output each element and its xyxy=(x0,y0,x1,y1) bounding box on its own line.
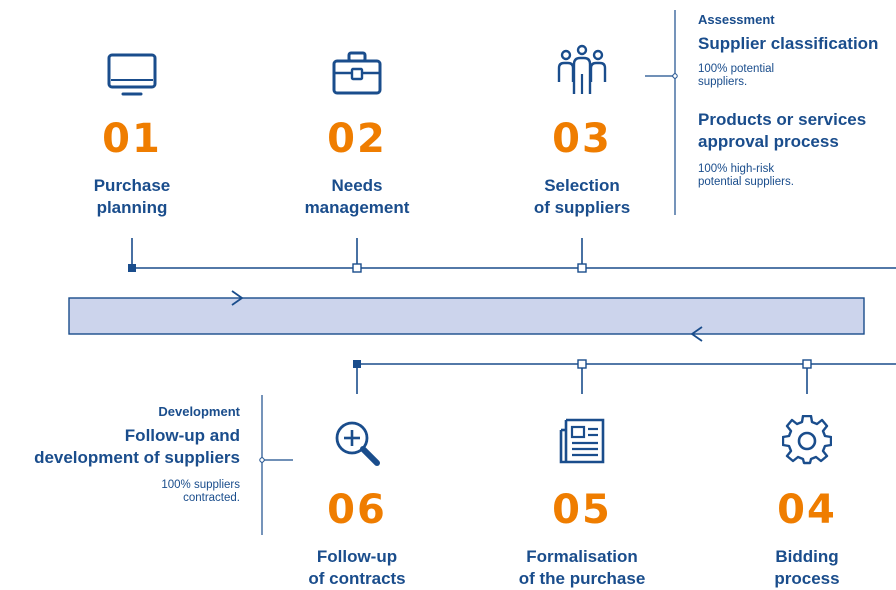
approval-process-title-line2: approval process xyxy=(698,132,839,151)
step-05-label-line2: of the purchase xyxy=(518,569,646,588)
approval-process-note-line2: potential suppliers. xyxy=(698,176,794,188)
briefcase-icon xyxy=(332,51,382,95)
magnifier-plus-icon xyxy=(335,421,380,466)
step-01-label-line2: planning xyxy=(96,198,168,217)
step-03-label: Selection of suppliers xyxy=(492,175,672,219)
development-note: 100% suppliers contracted. xyxy=(0,479,240,505)
step-04-label-line2: process xyxy=(774,569,840,588)
step-05-label: Formalisation of the purchase xyxy=(492,546,672,590)
step-05-number: 05 xyxy=(552,487,612,533)
approval-process-note: 100% high-risk potential suppliers. xyxy=(698,163,896,189)
supplier-classification-note-line2: suppliers. xyxy=(698,76,748,88)
node-05 xyxy=(577,359,587,369)
gear-icon xyxy=(782,415,832,465)
people-icon xyxy=(557,44,607,94)
arrow-right-icon xyxy=(231,290,244,306)
step-01-label: Purchase planning xyxy=(42,175,222,219)
development-note-line2: contracted. xyxy=(183,492,240,504)
node-01 xyxy=(128,264,136,272)
approval-process-title: Products or services approval process xyxy=(698,109,896,153)
step-04-number: 04 xyxy=(777,487,837,533)
step-02-label: Needs management xyxy=(267,175,447,219)
step-03-label-line1: Selection xyxy=(544,176,620,195)
step-01-number: 01 xyxy=(102,116,162,162)
node-06 xyxy=(353,360,361,368)
development-title-line1: Follow-up and xyxy=(124,426,240,445)
development-dot xyxy=(259,457,265,463)
node-04 xyxy=(802,359,812,369)
step-02-number: 02 xyxy=(327,116,387,162)
step-03-number: 03 xyxy=(552,116,612,162)
node-02 xyxy=(352,263,362,273)
supplier-classification-note-line1: 100% potential xyxy=(698,63,775,75)
assessment-tag: Assessment xyxy=(698,12,775,27)
development-note-line1: 100% suppliers xyxy=(161,479,240,491)
step-06-label-line2: of contracts xyxy=(308,569,406,588)
step-04-label-line1: Bidding xyxy=(775,547,839,566)
approval-process-note-line1: 100% high-risk xyxy=(698,163,775,175)
step-02-label-line2: management xyxy=(304,198,410,217)
step-06-label: Follow-up of contracts xyxy=(267,546,447,590)
node-03 xyxy=(577,263,587,273)
development-title: Follow-up and development of suppliers xyxy=(0,425,240,469)
development-panel: Development Follow-up and development of… xyxy=(0,404,240,505)
approval-process-title-line1: Products or services xyxy=(698,110,867,129)
monitor-icon xyxy=(107,53,157,96)
process-band xyxy=(68,297,865,335)
development-tag: Development xyxy=(158,404,240,419)
document-icon xyxy=(559,418,605,464)
step-04-label: Bidding process xyxy=(717,546,896,590)
step-01-label-line1: Purchase xyxy=(93,176,171,195)
arrow-left-icon xyxy=(690,326,703,342)
step-06-number: 06 xyxy=(327,487,387,533)
assessment-panel: Assessment Supplier classification 100% … xyxy=(698,12,896,189)
supplier-classification-title: Supplier classification xyxy=(698,34,879,53)
supplier-classification-note: 100% potential suppliers. xyxy=(698,63,896,89)
step-02-label-line1: Needs xyxy=(331,176,383,195)
step-06-label-line1: Follow-up xyxy=(316,547,398,566)
development-title-line2: development of suppliers xyxy=(34,448,240,467)
assessment-dot xyxy=(672,73,678,79)
step-05-label-line1: Formalisation xyxy=(526,547,638,566)
step-03-label-line2: of suppliers xyxy=(533,198,631,217)
